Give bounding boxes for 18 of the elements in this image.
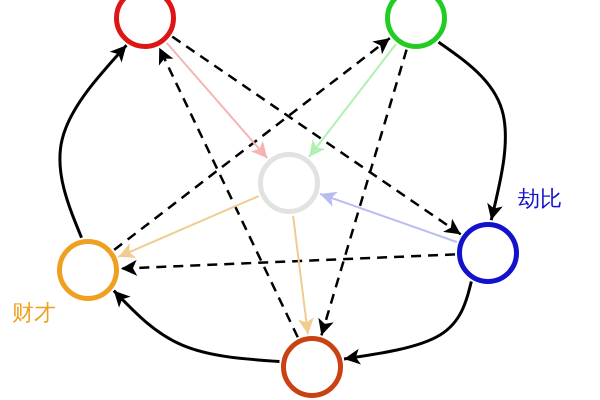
arrow bbox=[158, 47, 299, 338]
arrow bbox=[112, 290, 280, 363]
arrow bbox=[58, 44, 128, 238]
arrow bbox=[172, 36, 462, 236]
arrow bbox=[344, 281, 473, 365]
arrow bbox=[318, 49, 408, 336]
circle-node bbox=[385, 0, 447, 49]
arrow bbox=[113, 37, 391, 251]
circle-node bbox=[114, 0, 176, 49]
arrow bbox=[166, 42, 268, 159]
arrow bbox=[292, 216, 314, 334]
arrow bbox=[320, 192, 458, 243]
arrow bbox=[120, 253, 456, 276]
node-label: 财才 bbox=[12, 302, 56, 326]
node-label: 劫比 bbox=[518, 188, 562, 212]
arrow bbox=[118, 195, 260, 258]
arrow bbox=[438, 40, 507, 220]
arrow bbox=[308, 44, 397, 158]
